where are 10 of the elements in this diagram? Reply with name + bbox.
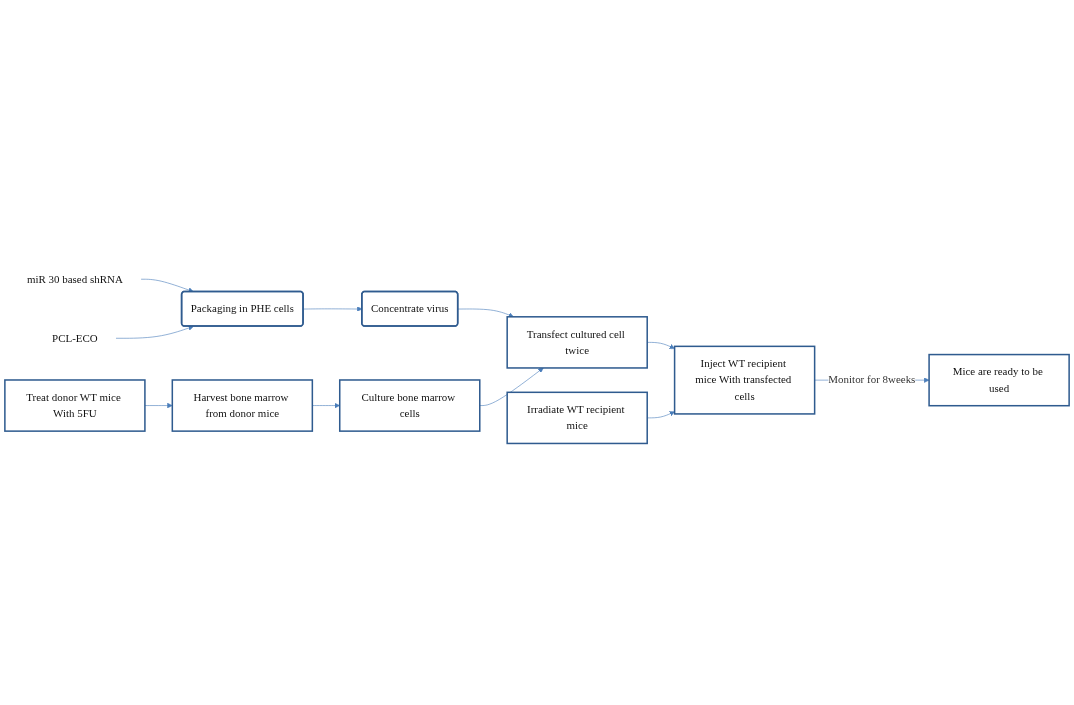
node-box: Treat donor WT mice With 5FU — [4, 379, 146, 432]
node-box: Irradiate WT recipient mice — [506, 391, 648, 445]
node-box: Culture bone marrow cells — [339, 379, 481, 432]
node-box: Harvest bone marrow from donor mice — [171, 379, 314, 432]
edge-label: Monitor for 8weeks — [828, 373, 916, 386]
node-text: PCL-ECO — [52, 331, 98, 344]
node-box: Inject WT recipient mice With transfected cells — [673, 345, 816, 415]
node-text: miR 30 based shRNA — [26, 272, 123, 285]
node-box: Transfect cultured cell twice — [506, 315, 648, 369]
node-box: Mice are ready to be used — [928, 353, 1070, 407]
